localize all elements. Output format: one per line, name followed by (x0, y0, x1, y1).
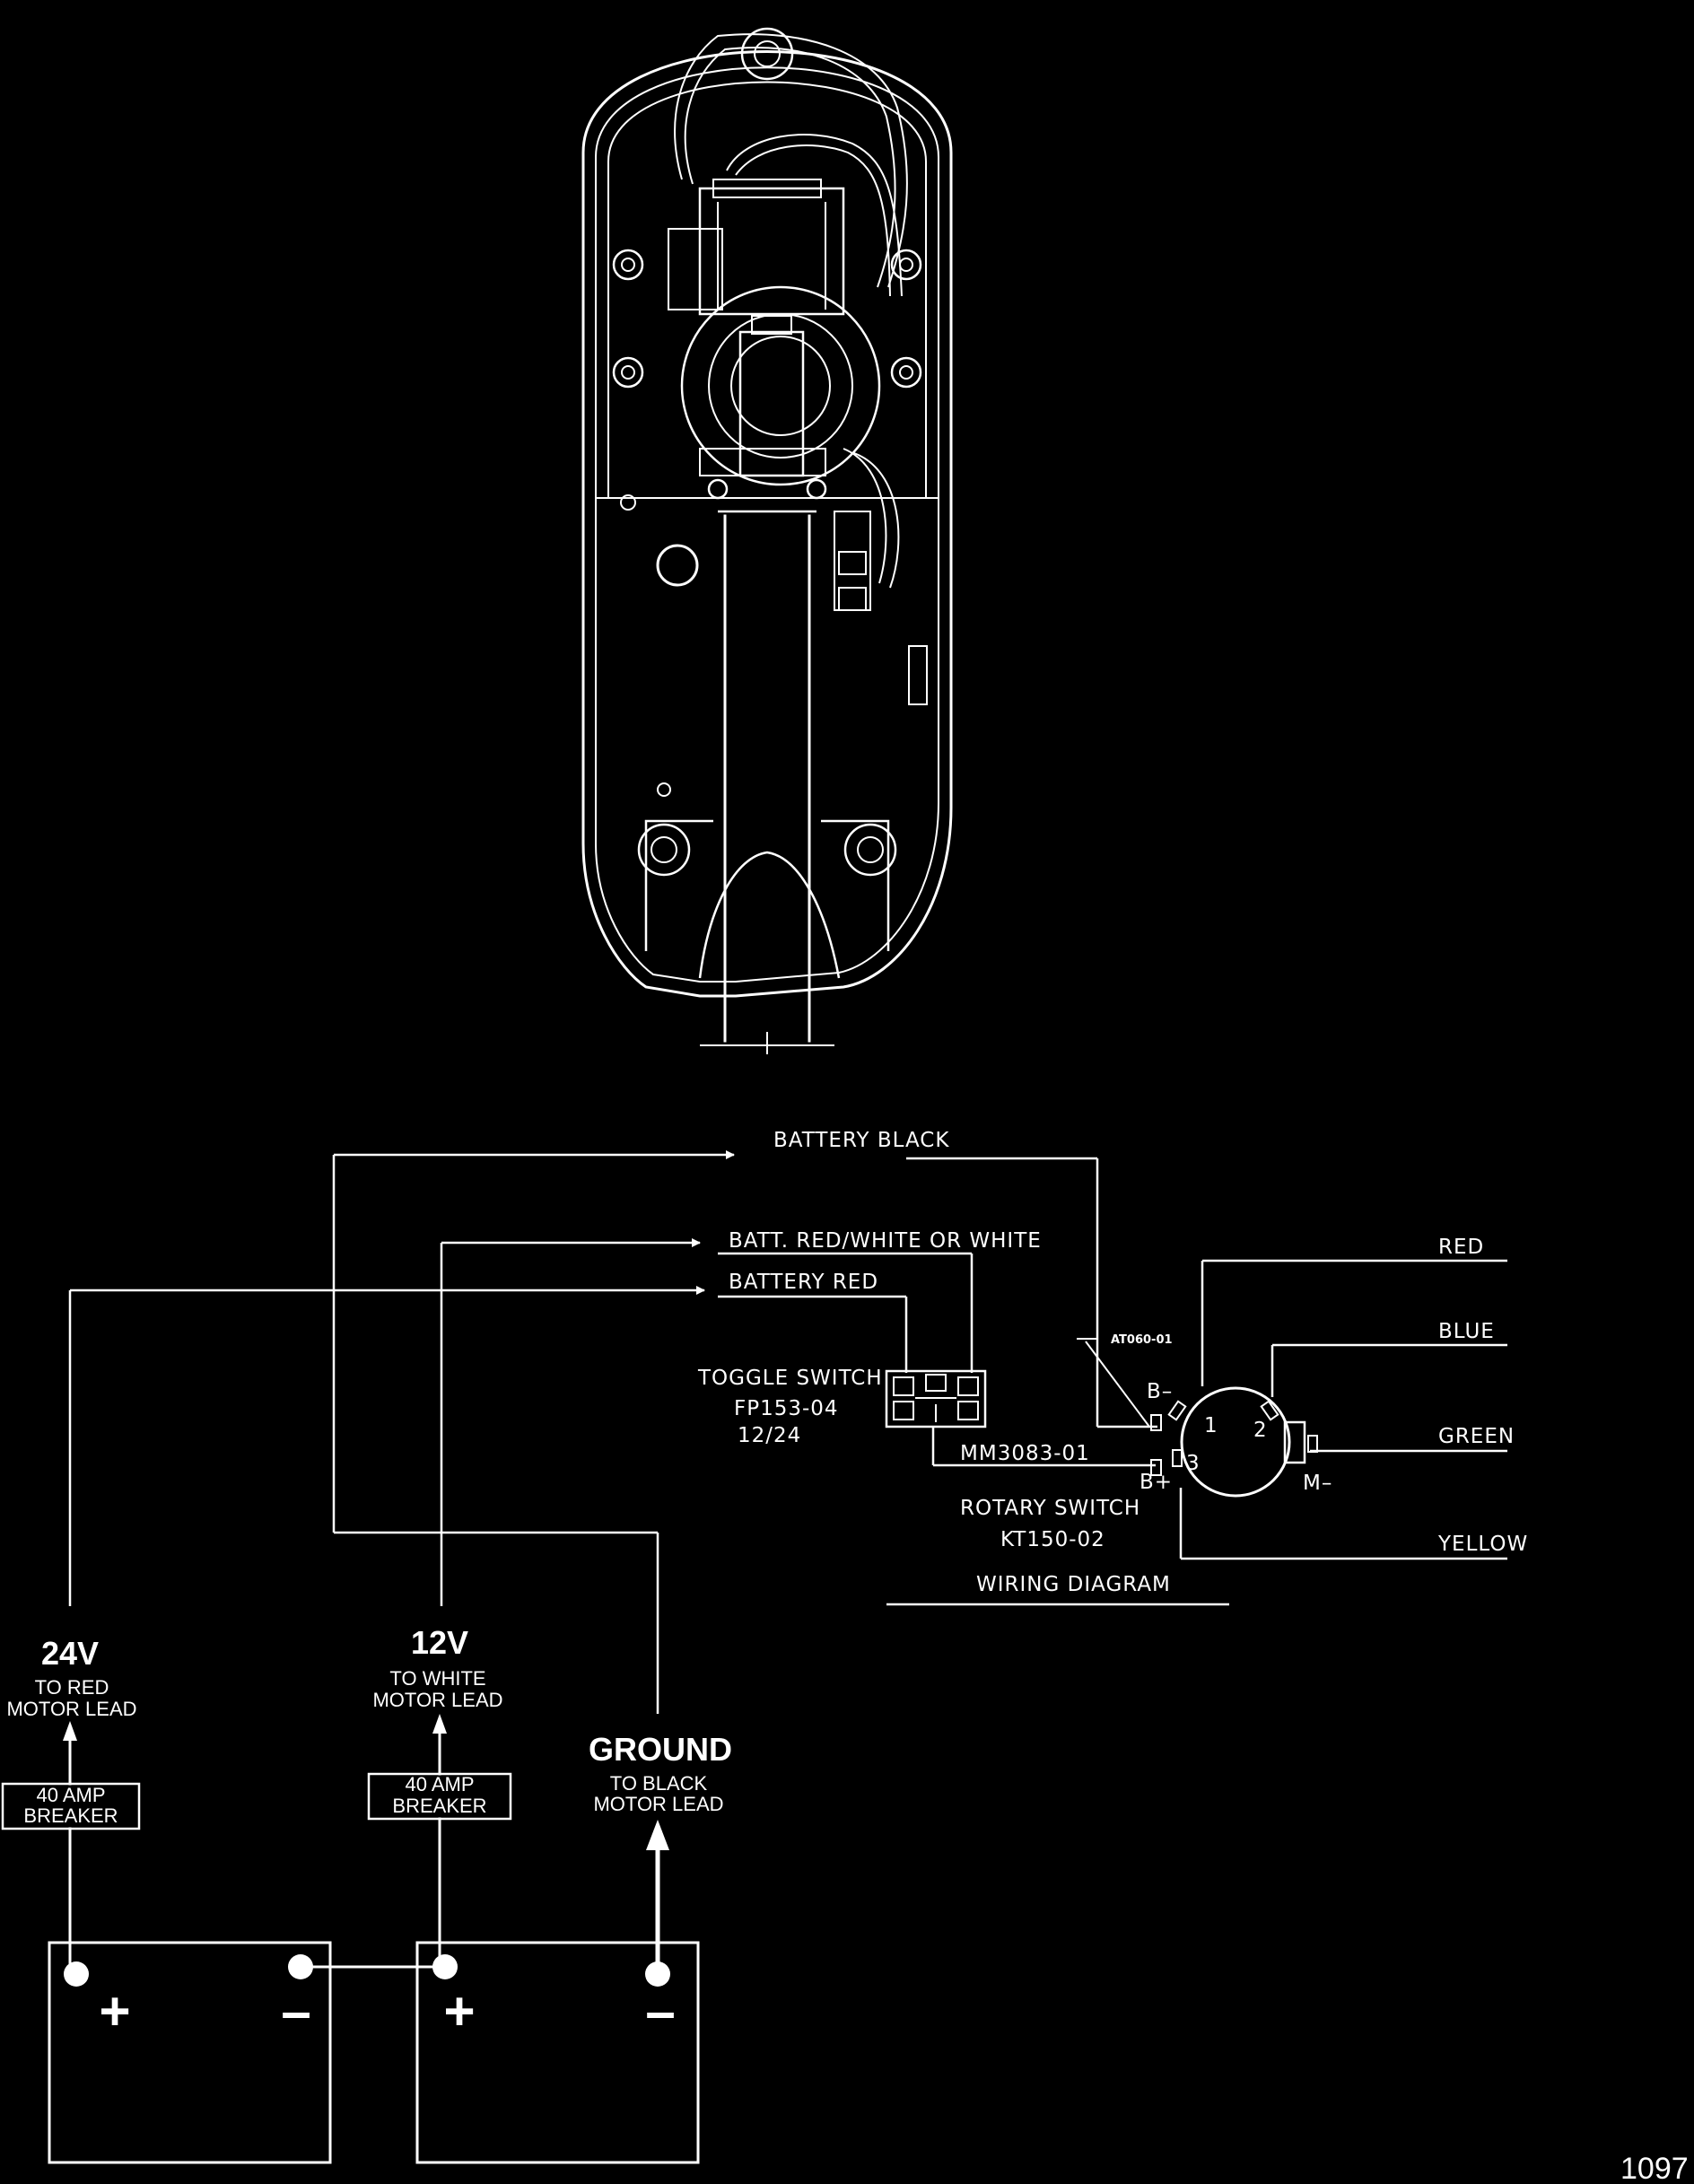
arrow-12v (432, 1714, 447, 1734)
wire-labels: BATTERY BLACK BATT. RED/WHITE OR WHITE B… (729, 1129, 1528, 1596)
ground-line2: MOTOR LEAD (593, 1793, 723, 1815)
batt-red-white-label: BATT. RED/WHITE OR WHITE (729, 1229, 1042, 1253)
arrow-ground (646, 1820, 669, 1850)
rotary-switch-label: ROTARY SWITCH (960, 1497, 1140, 1520)
ground-line1: TO BLACK (610, 1772, 708, 1795)
rotary-pos-3: 3 (1186, 1452, 1201, 1475)
batteries: + – + – (48, 1941, 700, 2164)
wiring-diagram-title: WIRING DIAGRAM (976, 1573, 1171, 1596)
arrow-24v (63, 1721, 77, 1741)
toggle-switch-part: FP153-04 (734, 1397, 839, 1420)
battery-2-minus: – (645, 1981, 675, 2041)
battery-1-minus: – (281, 1981, 310, 2041)
voltage-24v: 24V (41, 1635, 99, 1672)
page-number: 1097 (1620, 2152, 1689, 2184)
battery-black-label: BATTERY BLACK (773, 1129, 949, 1152)
wire-green-label: GREEN (1438, 1425, 1515, 1448)
battery-1 (48, 1941, 332, 2164)
terminal-b-plus: B+ (1140, 1471, 1173, 1494)
terminal-b-minus: B– (1147, 1380, 1173, 1403)
connection-labels: 24V TO RED MOTOR LEAD 12V TO WHITE MOTOR… (6, 1624, 732, 1815)
breaker-12v-line2: BREAKER (392, 1795, 486, 1817)
voltage-ground: GROUND (589, 1731, 732, 1768)
battery-red-label: BATTERY RED (729, 1271, 878, 1294)
breaker-24v-line2: BREAKER (23, 1804, 118, 1827)
at060-label: AT060-01 (1111, 1333, 1173, 1347)
terminal-m-minus: M– (1303, 1472, 1332, 1495)
rotary-pos-2: 2 (1253, 1419, 1268, 1442)
toggle-switch-voltage: 12/24 (738, 1424, 801, 1447)
12v-line1: TO WHITE (389, 1667, 485, 1690)
wiring-lines (68, 1150, 1507, 1714)
wire-blue-label: BLUE (1438, 1320, 1495, 1343)
24v-line1: TO RED (35, 1676, 109, 1699)
12v-line2: MOTOR LEAD (372, 1689, 502, 1711)
battery-2 (415, 1941, 700, 2164)
rotary-switch: 1 2 3 B– B+ M– ROTARY SWITCH KT150-02 (960, 1380, 1332, 1551)
battery-2-plus: + (443, 1981, 475, 2041)
rotary-pos-1: 1 (1204, 1414, 1218, 1437)
breaker-24v-line1: 40 AMP (36, 1784, 105, 1806)
voltage-12v: 12V (411, 1624, 468, 1661)
mm3083-label: MM3083-01 (960, 1442, 1090, 1465)
toggle-switch-label: TOGGLE SWITCH (697, 1367, 883, 1390)
breakers: 40 AMP BREAKER 40 AMP BREAKER (1, 1714, 669, 1970)
motor-head-illustration (581, 27, 953, 1054)
battery-1-plus: + (99, 1981, 130, 2041)
wire-red-label: RED (1438, 1236, 1484, 1259)
24v-line2: MOTOR LEAD (6, 1698, 136, 1720)
rotary-switch-part: KT150-02 (1000, 1528, 1105, 1551)
toggle-switch: TOGGLE SWITCH FP153-04 12/24 (697, 1367, 987, 1447)
breaker-12v-line1: 40 AMP (405, 1773, 474, 1795)
wire-yellow-label: YELLOW (1437, 1533, 1528, 1556)
